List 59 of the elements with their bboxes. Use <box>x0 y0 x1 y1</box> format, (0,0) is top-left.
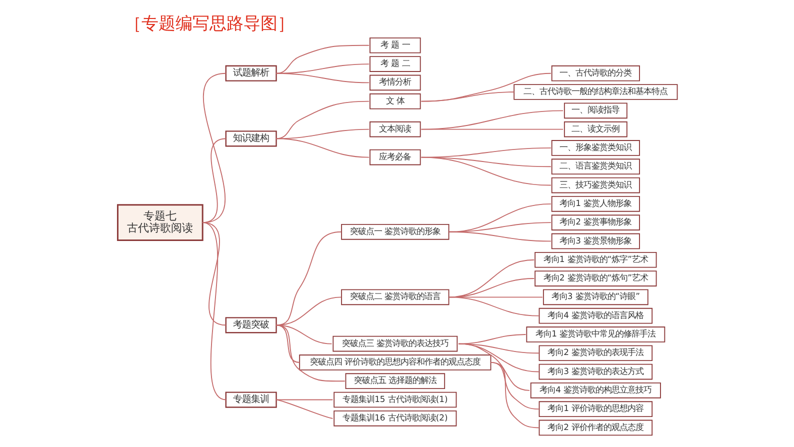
diagram-title: ［专题编写思路导图］ <box>124 12 294 33</box>
node-box: 考向1 鉴赏诗歌中常见的修辞手法 <box>526 326 665 342</box>
node-box: 专题集训 <box>224 392 276 408</box>
node-box: 突破点一 鉴赏诗歌的形象 <box>340 224 449 240</box>
node-box: 考向1 评价诗歌的思想内容 <box>538 401 652 417</box>
node-box: 一、形象鉴赏类知识 <box>550 140 640 156</box>
node-box: 专题集训16 古代诗歌阅读(2) <box>333 410 456 426</box>
connector <box>275 324 300 363</box>
node-box: 考情分析 <box>369 74 420 91</box>
node-box: 考向2 鉴赏诗歌的表现手法 <box>538 345 652 362</box>
node-box: 专题集训15 古代诗歌阅读(1) <box>333 392 456 408</box>
node-box: 考向2 评价作者的观点态度 <box>538 420 652 436</box>
connector <box>448 296 542 298</box>
connector <box>420 92 514 102</box>
node-box: 突破点二 鉴赏诗歌的语言 <box>340 289 449 306</box>
node-box: 考向1 鉴赏诗歌的“炼字”艺术 <box>534 252 656 268</box>
connector <box>420 128 563 130</box>
connector <box>275 399 333 419</box>
node-box: 考向4 鉴赏诗歌的构思立意技巧 <box>530 382 660 398</box>
connector <box>202 222 226 400</box>
connector <box>202 222 226 326</box>
node-box: 考向3 鉴赏诗歌的表达方式 <box>538 364 652 380</box>
connector <box>448 231 551 242</box>
connector <box>420 110 563 130</box>
node-box: 突破点五 选择题的解法 <box>344 373 445 390</box>
connector <box>420 156 551 186</box>
node-box: 考向1 鉴赏人物形象 <box>550 196 640 212</box>
connector <box>458 343 530 391</box>
node-box: 知识建构 <box>224 130 276 147</box>
node-box: 文 体 <box>369 93 420 110</box>
node-box: 考 题 一 <box>369 37 420 54</box>
connector <box>448 296 539 316</box>
node-box: 应考必备 <box>369 149 420 166</box>
node-box: 考向3 鉴赏诗歌的“诗眼” <box>542 289 648 306</box>
node-box: 一、古代诗歌的分类 <box>550 65 640 82</box>
node-box: 突破点三 鉴赏诗歌的表达技巧 <box>332 336 458 352</box>
node-box: 考 题 二 <box>369 56 420 72</box>
connector <box>420 72 551 102</box>
node-box: 三、技巧鉴赏类知识 <box>550 177 640 194</box>
connector <box>275 296 342 326</box>
node-box: 专题七 古代诗歌阅读 <box>116 204 203 242</box>
node-box: 考向3 鉴赏景物形象 <box>550 233 640 250</box>
node-box: 文本阅读 <box>369 121 420 138</box>
connector <box>275 72 370 84</box>
node-box: 考向2 鉴赏诗歌的“炼句”艺术 <box>534 270 656 286</box>
connector <box>275 231 342 326</box>
connector <box>275 138 370 158</box>
node-box: 二、读文示例 <box>563 121 627 138</box>
connector <box>275 324 345 382</box>
connector <box>490 362 539 428</box>
node-box: 二、古代诗歌一般的结构章法和基本特点 <box>513 84 678 100</box>
node-box: 试题解析 <box>224 65 276 82</box>
node-box: 一、阅读指导 <box>563 102 627 119</box>
node-box: 二、语言鉴赏类知识 <box>550 158 640 175</box>
node-box: 突破点四 评价诗歌的思想内容和作者的观点态度 <box>298 354 491 370</box>
node-box: 考题突破 <box>224 317 276 334</box>
node-box: 考向2 鉴赏事物形象 <box>550 214 640 230</box>
node-box: 考向4 鉴赏诗歌的语言风格 <box>538 308 652 324</box>
connector <box>202 72 226 224</box>
